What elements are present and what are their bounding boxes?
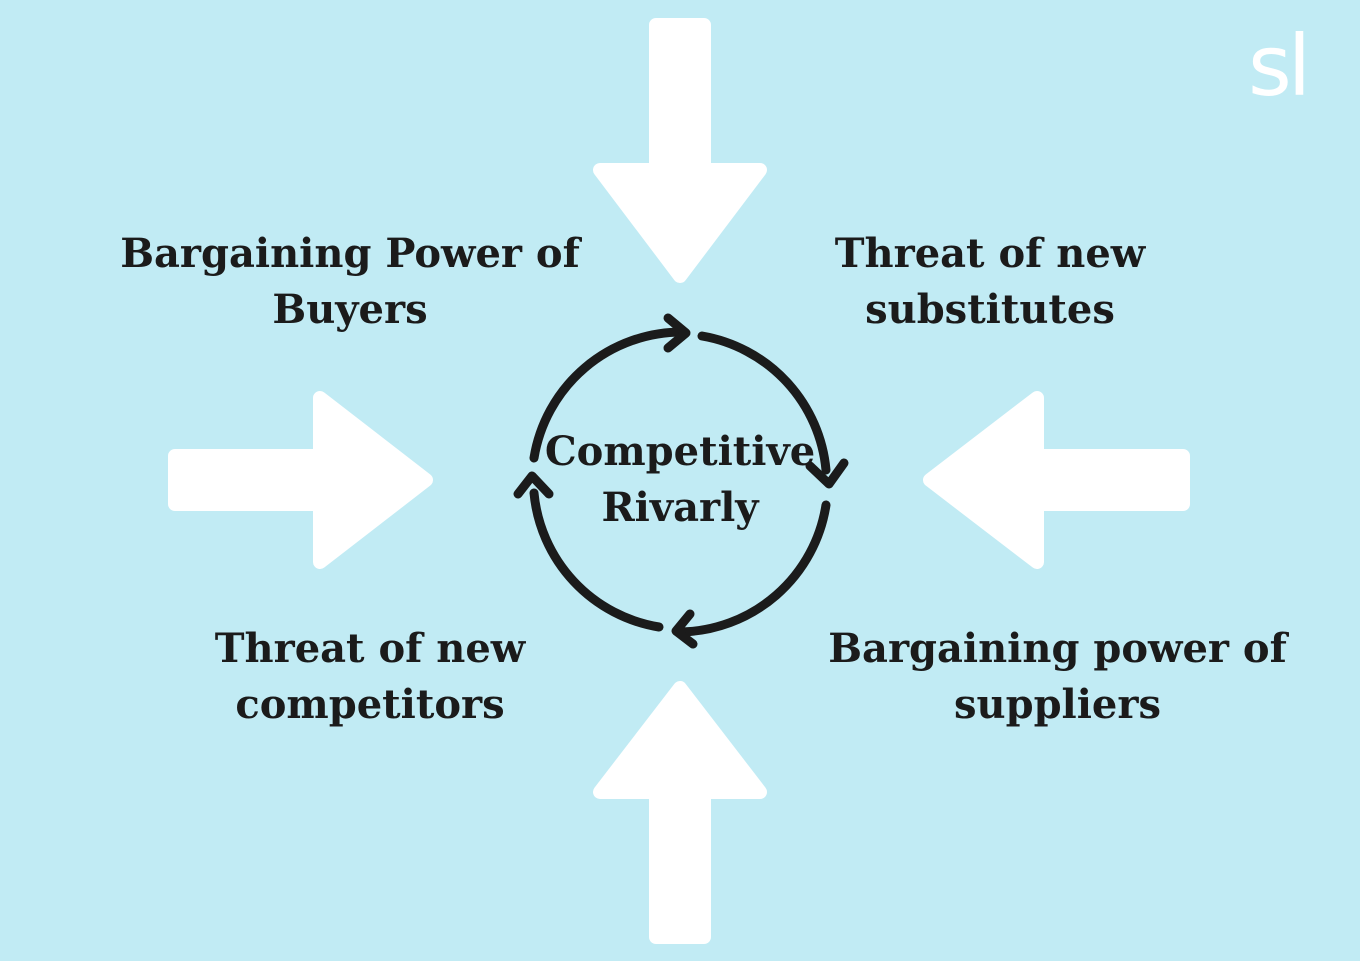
force-label-line1: Bargaining power of <box>828 625 1287 672</box>
force-label-line1: Bargaining Power of <box>120 230 580 277</box>
force-bargaining-power-buyers: Bargaining Power of Buyers <box>120 226 580 338</box>
force-threat-new-competitors: Threat of new competitors <box>150 621 590 733</box>
force-label-line2: substitutes <box>865 286 1115 333</box>
center-label-line2: Rivarly <box>601 484 759 531</box>
competitive-rivalry-label: Competitive Rivarly <box>540 424 820 536</box>
force-label-line2: competitors <box>235 681 505 728</box>
arrow-up-icon <box>593 681 767 944</box>
center-label-line1: Competitive <box>544 428 816 475</box>
force-label-line2: Buyers <box>272 286 428 333</box>
force-label-line1: Threat of new <box>834 230 1146 277</box>
arrow-right-icon <box>168 391 433 569</box>
arrow-left-icon <box>923 391 1190 569</box>
force-bargaining-power-suppliers: Bargaining power of suppliers <box>820 621 1295 733</box>
arrow-down-icon <box>593 18 767 283</box>
cycle-arrows-icon <box>513 313 849 649</box>
brand-logo: sl <box>1248 17 1311 115</box>
force-threat-new-substitutes: Threat of new substitutes <box>780 226 1200 338</box>
force-label-line1: Threat of new <box>214 625 526 672</box>
force-label-line2: suppliers <box>954 681 1161 728</box>
